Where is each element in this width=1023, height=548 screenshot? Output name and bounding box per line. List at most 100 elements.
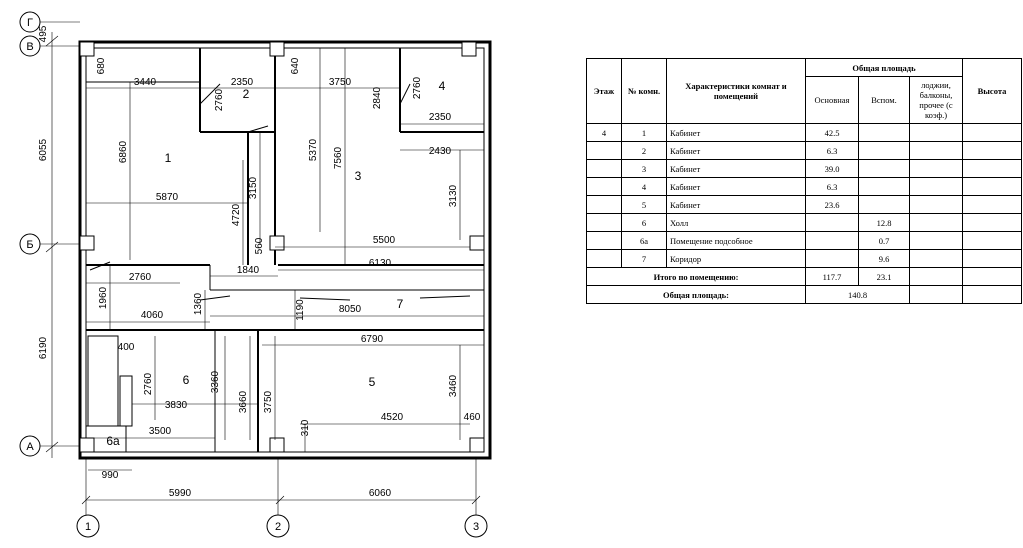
cell-height <box>962 231 1022 250</box>
cell-loggia <box>909 159 963 178</box>
axis-label-a: А <box>26 441 34 453</box>
dim-label: 3130 <box>448 184 459 207</box>
cell-main: 39.0 <box>805 159 859 178</box>
axis-label-b: Б <box>26 239 33 251</box>
total-area-row: Общая площадь: 140.8 <box>586 285 1022 304</box>
total-room-label: Итого по помещению: <box>586 267 806 286</box>
cell-name: Кабинет <box>666 177 806 196</box>
dimension-lines <box>40 21 484 516</box>
dim-bottom-6060: 6060 <box>369 488 392 499</box>
cell-loggia <box>909 177 963 196</box>
cell-main: 6.3 <box>805 177 859 196</box>
floor-plan: Г В Б А 1 2 3 6055 6190 495 5990 6060 99… <box>19 11 492 538</box>
total-area-height <box>962 285 1022 304</box>
cell-room-no: 3 <box>621 159 667 178</box>
cell-floor <box>586 213 622 232</box>
dim-label: 4060 <box>141 310 164 321</box>
dim-label: 2760 <box>143 372 154 395</box>
dim-label: 8050 <box>339 304 362 315</box>
axis-label-2: 2 <box>275 521 281 533</box>
cell-name: Кабинет <box>666 195 806 214</box>
cell-name: Кабинет <box>666 123 806 142</box>
axis-label-1: 1 <box>85 521 91 533</box>
dim-label: 2840 <box>372 86 383 109</box>
cell-loggia <box>909 195 963 214</box>
cell-main <box>805 231 859 250</box>
dim-label: 5370 <box>308 138 319 161</box>
header-characteristics: Характеристики комнат и помещений <box>666 58 806 124</box>
header-floor: Этаж <box>586 58 622 124</box>
room-label-1: 1 <box>165 151 172 165</box>
total-room-aux: 23.1 <box>858 267 910 286</box>
dim-label: 1360 <box>193 292 204 315</box>
cell-height <box>962 213 1022 232</box>
cell-height <box>962 123 1022 142</box>
room-label-5: 5 <box>369 375 376 389</box>
cell-loggia <box>909 231 963 250</box>
header-height: Высота <box>962 58 1022 124</box>
cell-name: Холл <box>666 213 806 232</box>
dim-label: 1960 <box>98 286 109 309</box>
total-area-label: Общая площадь: <box>586 285 806 304</box>
cell-aux: 9.6 <box>858 249 910 268</box>
dim-label: 2760 <box>129 272 152 283</box>
room-label-7: 7 <box>397 297 404 311</box>
header-aux: Вспом. <box>858 76 910 124</box>
cell-aux <box>858 141 910 160</box>
dim-label: 2350 <box>429 112 452 123</box>
axis-markers <box>19 11 488 538</box>
cell-room-no: 5 <box>621 195 667 214</box>
dim-label: 1840 <box>237 265 260 276</box>
cell-room-no: 6а <box>621 231 667 250</box>
dim-bottom-990: 990 <box>102 470 119 481</box>
header-loggia: лоджии, балконы, прочее (с коэф.) <box>909 76 963 124</box>
dim-label: 7560 <box>333 146 344 169</box>
cell-aux: 12.8 <box>858 213 910 232</box>
dim-label: 3360 <box>210 370 221 393</box>
cell-floor <box>586 195 622 214</box>
table-row: 2 Кабинет 6.3 <box>586 141 1022 160</box>
dim-left-6055: 6055 <box>38 138 49 161</box>
dim-bottom-5990: 5990 <box>169 488 192 499</box>
table-row: 6 Холл 12.8 <box>586 213 1022 232</box>
cell-room-no: 7 <box>621 249 667 268</box>
total-room-loggia <box>909 267 963 286</box>
total-area-value: 140.8 <box>805 285 910 304</box>
table-row: 7 Коридор 9.6 <box>586 249 1022 268</box>
room-label-4: 4 <box>439 79 446 93</box>
cell-loggia <box>909 123 963 142</box>
cell-loggia <box>909 249 963 268</box>
dim-label: 3440 <box>134 77 157 88</box>
cell-room-no: 4 <box>621 177 667 196</box>
dim-label: 1190 <box>295 299 306 321</box>
cell-height <box>962 249 1022 268</box>
dim-left-6190: 6190 <box>38 336 49 359</box>
cell-name: Кабинет <box>666 141 806 160</box>
cell-loggia <box>909 213 963 232</box>
dim-label: 2350 <box>231 77 254 88</box>
dim-label: 6860 <box>118 140 129 163</box>
dim-label: 5870 <box>156 192 179 203</box>
area-table: Этаж № комн. Характеристики комнат и пом… <box>586 58 1022 304</box>
total-room-row: Итого по помещению: 117.7 23.1 <box>586 267 1022 286</box>
cell-floor <box>586 249 622 268</box>
table-row: 5 Кабинет 23.6 <box>586 195 1022 214</box>
cell-aux <box>858 195 910 214</box>
dim-label: 4520 <box>381 412 404 423</box>
dim-label: 460 <box>464 412 481 423</box>
cell-main: 6.3 <box>805 141 859 160</box>
cell-name: Коридор <box>666 249 806 268</box>
cell-height <box>962 177 1022 196</box>
cell-room-no: 2 <box>621 141 667 160</box>
table-body: 4 1 Кабинет 42.5 2 Кабинет 6.3 3 Кабинет… <box>586 123 1022 304</box>
table-row: 3 Кабинет 39.0 <box>586 159 1022 178</box>
dim-label: 310 <box>300 419 311 436</box>
dim-label: 3830 <box>165 400 188 411</box>
dim-label: 3500 <box>149 426 172 437</box>
cell-aux: 0.7 <box>858 231 910 250</box>
room-label-6a: 6а <box>106 434 120 448</box>
dim-label: 6130 <box>369 258 392 269</box>
axis-label-g: Г <box>27 17 33 29</box>
room-label-2: 2 <box>243 87 250 101</box>
room-label-3: 3 <box>355 169 362 183</box>
